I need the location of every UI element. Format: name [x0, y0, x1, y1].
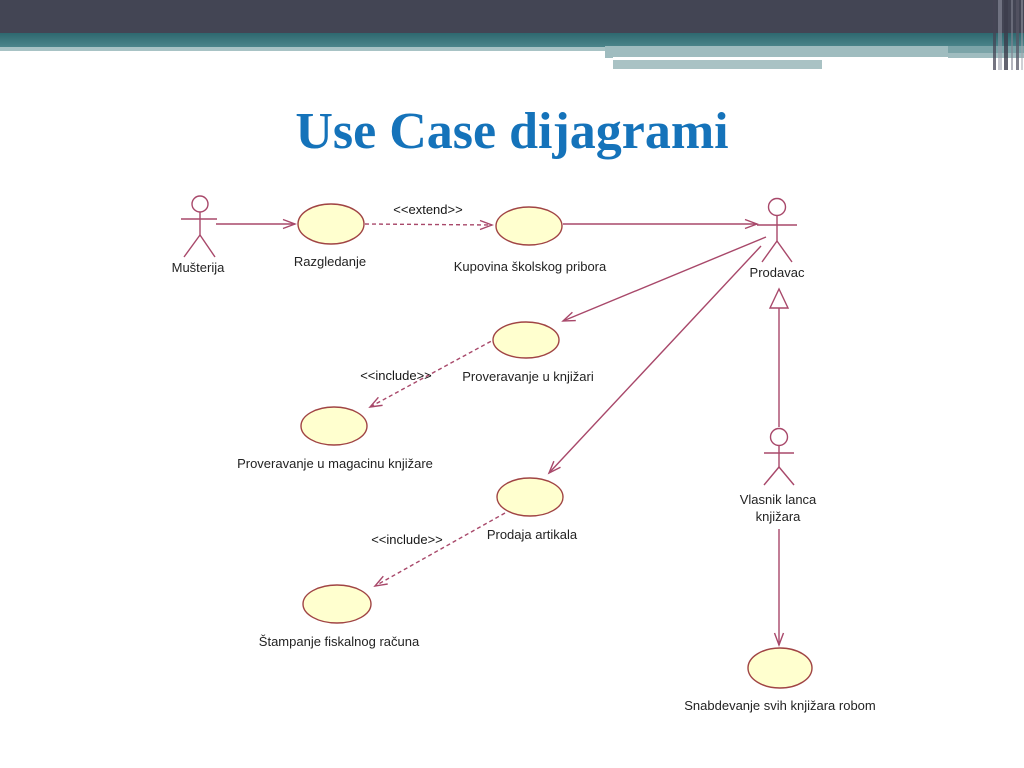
header-accent-band-right-teal: [948, 46, 1024, 53]
usecase-proveravanje-knjizari-label: Proveravanje u knjižari: [462, 369, 594, 384]
actor-vlasnik-label-line1: Vlasnik lanca: [740, 492, 817, 507]
generalization-vlasnik-prodavac: [768, 287, 790, 427]
actor-prodavac: Prodavac: [750, 197, 805, 280]
arrowhead: [547, 460, 561, 475]
arrowhead: [373, 575, 388, 587]
include-arrow-proveravanje-magacin: <<include>>: [360, 337, 498, 408]
hollow-triangle-arrowhead: [768, 287, 790, 309]
usecase-proveravanje-knjizari: Proveravanje u knjižari: [462, 321, 594, 384]
extend-arrow-razgledanje-kupovina: <<extend>>: [364, 202, 494, 231]
actor-vlasnik-label-line2: knjižara: [756, 509, 802, 524]
actor-vlasnik: Vlasnik lanca knjižara: [740, 427, 817, 524]
arrowhead: [561, 311, 576, 322]
arrowhead: [282, 218, 297, 230]
corner-stripes-decoration: [992, 0, 1024, 70]
usecase-snabdevanje-label: Snabdevanje svih knjižara robom: [684, 698, 876, 713]
header-bar-dark: [0, 0, 1024, 33]
arrowhead: [368, 396, 383, 408]
association-vlasnik-snabdevanje: [773, 529, 785, 647]
usecase-stampanje: Štampanje fiskalnog računa: [259, 584, 420, 649]
association-musterija-razgledanje: [216, 218, 297, 230]
header-bar-teal: [0, 33, 1024, 47]
association-kupovina-prodavac: [563, 218, 759, 230]
header-accent-band-right-lower: [613, 60, 822, 69]
usecase-proveravanje-magacin-label: Proveravanje u magacinu knjižare: [237, 456, 433, 471]
usecase-kupovina-label: Kupovina školskog pribora: [454, 259, 607, 274]
slide-title: Use Case dijagrami: [295, 103, 729, 160]
association-prodavac-proveravanje-knjizari: [561, 236, 767, 322]
usecase-stampanje-label: Štampanje fiskalnog računa: [259, 634, 420, 649]
arrowhead: [773, 632, 785, 647]
usecase-snabdevanje: Snabdevanje svih knjižara robom: [684, 647, 876, 713]
usecase-prodaja: Prodaja artikala: [487, 477, 578, 542]
actor-prodavac-label: Prodavac: [750, 265, 805, 280]
usecase-razgledanje-label: Razgledanje: [294, 254, 366, 269]
actor-musterija-label: Mušterija: [172, 260, 226, 275]
arrowhead: [744, 218, 759, 230]
stereotype-include-2: <<include>>: [371, 532, 443, 547]
stereotype-include-1: <<include>>: [360, 368, 432, 383]
header-accent-band-right: [605, 46, 1024, 58]
usecase-prodaja-label: Prodaja artikala: [487, 527, 578, 542]
actor-musterija: Mušterija: [172, 195, 226, 275]
include-arrow-prodaja-stampanje: <<include>>: [371, 512, 506, 587]
usecase-proveravanje-magacin: Proveravanje u magacinu knjižare: [237, 406, 433, 471]
usecase-kupovina: Kupovina školskog pribora: [454, 206, 607, 274]
header-accent-strip-left: [0, 47, 605, 51]
stereotype-extend: <<extend>>: [393, 202, 462, 217]
association-prodavac-prodaja: [547, 245, 762, 475]
header-accent-white-stripe: [613, 57, 948, 60]
usecase-razgledanje: Razgledanje: [294, 203, 366, 269]
arrowhead: [479, 219, 494, 231]
